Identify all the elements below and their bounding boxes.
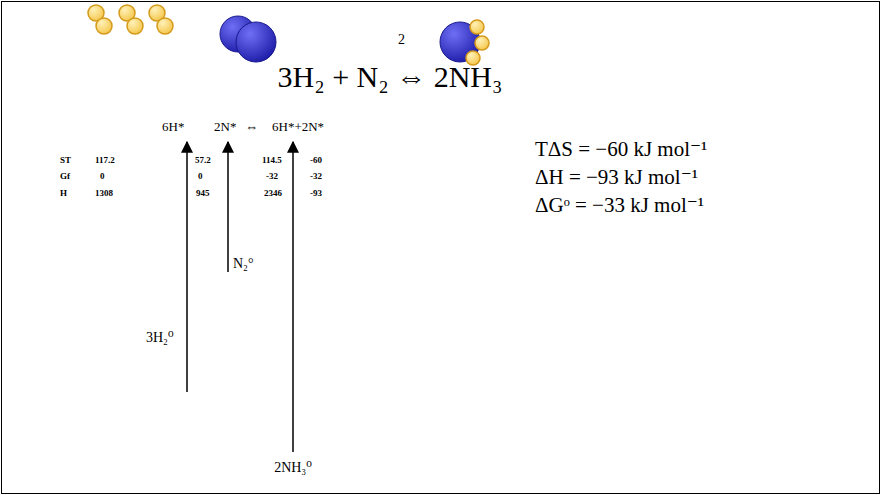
table-cell: -93 — [310, 189, 322, 199]
table-cell: 0 — [198, 172, 203, 182]
table-cell: -60 — [310, 156, 322, 166]
energy-arrows — [187, 142, 293, 452]
table-row-label: H — [60, 189, 67, 199]
thermo-value: TΔS = −60 kJ mol⁻¹ — [535, 138, 707, 161]
hydrogen-molecules — [88, 5, 173, 34]
table-cell: 117.2 — [95, 156, 115, 166]
thermo-value: ΔGᵒ = −33 kJ mol⁻¹ — [535, 194, 704, 217]
table-cell: -32 — [310, 172, 322, 182]
thermo-value: ΔH = −93 kJ mol⁻¹ — [535, 166, 698, 189]
ammonia-molecule — [440, 20, 489, 65]
table-cell: 1308 — [95, 189, 113, 199]
table-cell: 57.2 — [195, 156, 211, 166]
table-cell: 2346 — [264, 189, 282, 199]
table-row-label: Gf — [60, 172, 70, 182]
nitrogen-molecule — [220, 16, 276, 62]
table-cell: 114.5 — [262, 156, 282, 166]
state-label: 2NH₃⁰ — [274, 460, 312, 475]
table-cell: -32 — [266, 172, 278, 182]
table-cell: 0 — [100, 172, 105, 182]
adsorbed-species: 6H* — [162, 120, 184, 134]
state-label: 3H₂⁰ — [146, 330, 174, 345]
table-row-label: ST — [60, 156, 71, 166]
reaction-equation: 3H₂ + N₂ ⇔ 2NH₃ — [278, 60, 503, 93]
coefficient: 2 — [398, 32, 405, 47]
adsorbed-species: 2N* — [214, 120, 236, 134]
adsorbed-species: 6H*+2N* — [272, 120, 324, 134]
table-cell: 945 — [196, 189, 210, 199]
equilibrium-sign: ⇔ — [245, 120, 258, 134]
state-label: N₂° — [233, 256, 254, 271]
